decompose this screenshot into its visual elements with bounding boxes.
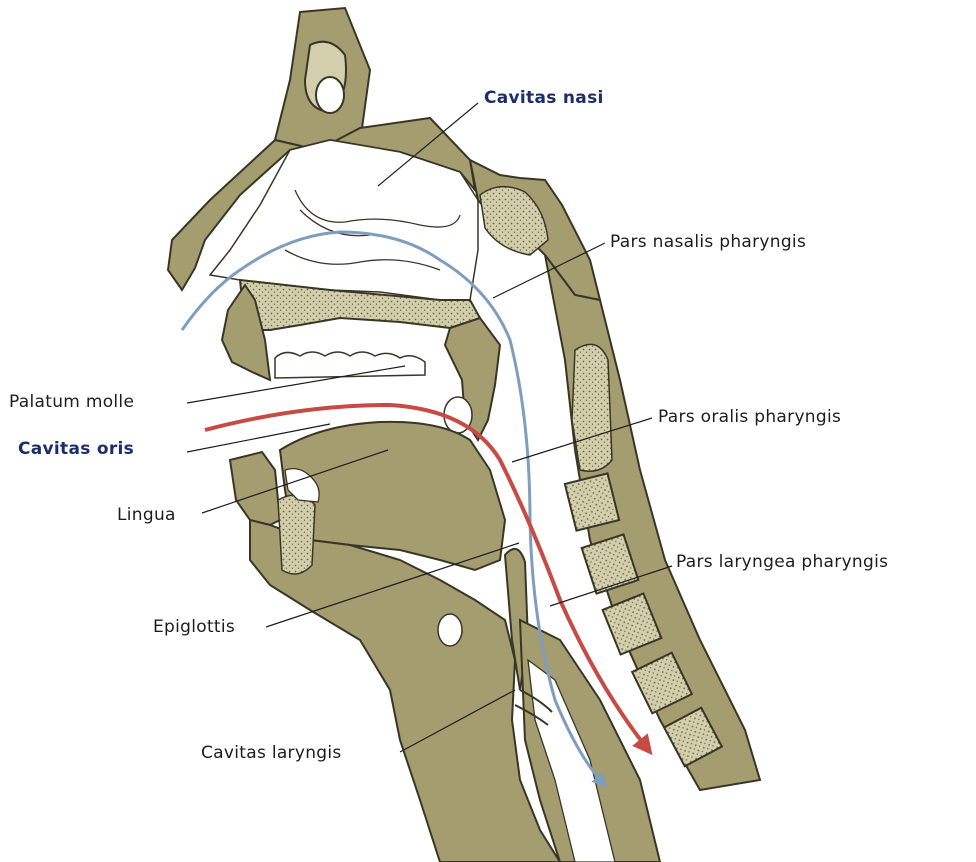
vertebra-c3: [563, 472, 621, 532]
tongue: [278, 420, 507, 572]
food-pathway-arrow: [204, 402, 653, 756]
leader-pars-oralis: [511, 417, 653, 463]
nasal-cavity: [208, 139, 479, 301]
vertebra-c5: [601, 592, 663, 656]
vertebra-c4: [580, 533, 640, 595]
air-pathway-arrow: [180, 230, 608, 788]
hyoid-bone: [437, 613, 463, 647]
leader-pars-nasalis: [492, 242, 606, 299]
label-pars-nasalis-pharyngis: Pars nasalis pharyngis: [610, 232, 807, 252]
leader-lingua: [201, 449, 389, 514]
leader-lines: [186, 102, 673, 753]
frontal-sinus-cavity: [315, 76, 345, 114]
hard-palate: [238, 278, 482, 331]
leader-cavitas-nasi: [377, 102, 479, 187]
leader-epiglottis: [265, 542, 520, 628]
soft-palate: [443, 316, 502, 443]
mandible: [249, 518, 562, 862]
label-epiglottis: Epiglottis: [153, 617, 236, 637]
label-cavitas-laryngis: Cavitas laryngis: [201, 743, 342, 763]
label-pars-laryngea-pharyngis: Pars laryngea pharyngis: [676, 552, 889, 572]
sphenoid-bone: [479, 186, 549, 256]
vertebra-c7: [662, 706, 724, 768]
vertebra-c6: [630, 651, 694, 715]
leader-cavitas-oris: [186, 423, 331, 453]
vocal-folds: [514, 689, 553, 726]
label-cavitas-oris: Cavitas oris: [18, 439, 135, 459]
upper-teeth: [274, 351, 426, 379]
leader-palatum-molle: [186, 365, 406, 404]
axis-dens: [571, 343, 613, 472]
mandible-bone: [277, 494, 316, 575]
lower-teeth: [284, 467, 320, 503]
label-pars-oralis-pharyngis: Pars oralis pharyngis: [658, 407, 842, 427]
label-palatum-molle: Palatum molle: [9, 392, 135, 412]
label-cavitas-nasi: Cavitas nasi: [484, 88, 604, 108]
leader-pars-laryngea: [549, 565, 673, 607]
label-lingua: Lingua: [117, 505, 176, 525]
lower-lip: [228, 450, 282, 527]
leader-cavitas-laryngis: [399, 689, 516, 753]
upper-lip: [220, 283, 272, 382]
